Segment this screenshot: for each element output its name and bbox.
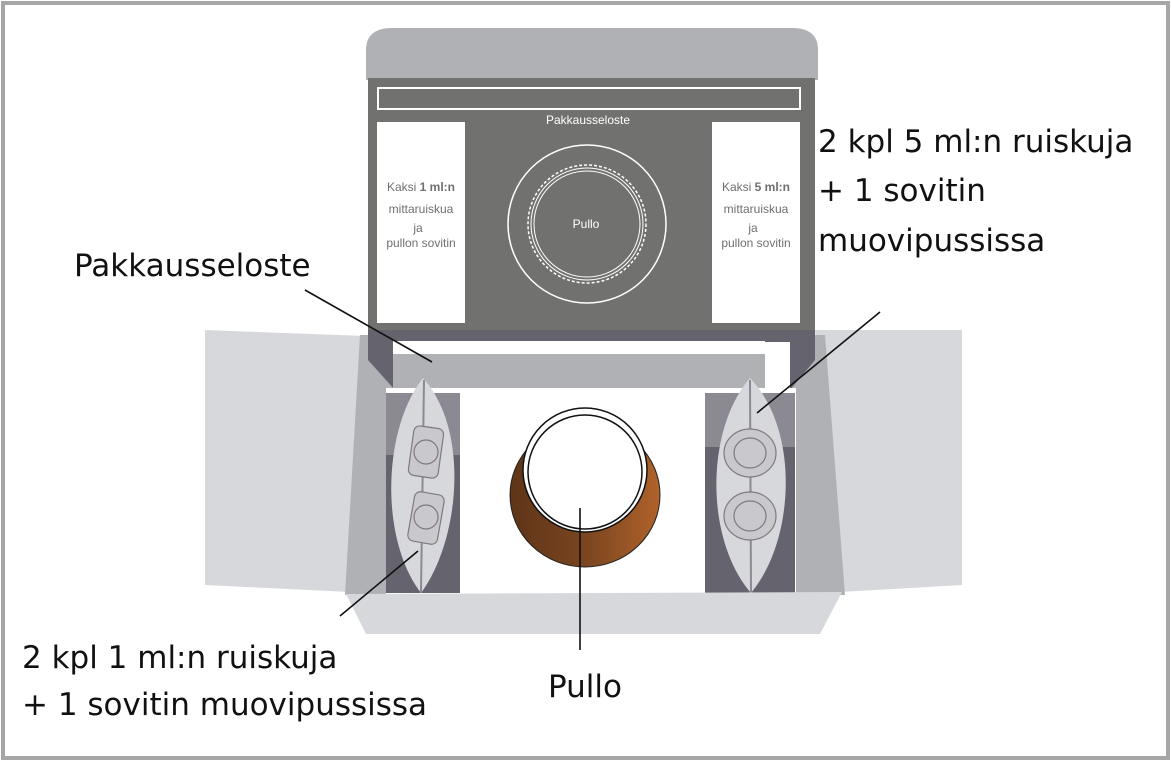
leaflet-label: Pakkausseloste xyxy=(74,248,311,284)
box-back-edge xyxy=(368,330,815,342)
left-wall xyxy=(345,335,395,595)
callout-lines xyxy=(304,289,881,650)
left-panel-line3: ja xyxy=(412,221,423,235)
right-panel-line2: mittaruiskua xyxy=(724,202,789,216)
left-bag-label-1: 2 kpl 1 ml:n ruiskuja xyxy=(22,640,337,676)
left-syringe-bag xyxy=(391,378,455,593)
lid-bottle-label: Pullo xyxy=(573,217,600,231)
lid-right-panel xyxy=(712,122,800,323)
right-corner-shadow xyxy=(790,340,815,390)
right-panel-line1: Kaksi 5 ml:n xyxy=(722,180,790,194)
right-bag-label-2: + 1 sovitin xyxy=(818,173,986,209)
left-panel-line1: Kaksi 1 ml:n xyxy=(387,180,455,194)
bottle xyxy=(509,407,661,568)
left-flap xyxy=(205,330,365,592)
right-syringe-bag xyxy=(716,378,786,593)
leaflet-band xyxy=(393,354,765,388)
bottle-label: Pullo xyxy=(548,669,622,705)
right-panel-line3: ja xyxy=(747,221,758,235)
lid-left-panel xyxy=(377,122,465,323)
lid-top xyxy=(366,28,818,80)
right-bag-label-3: muovipussissa xyxy=(818,223,1045,259)
lid-title: Pakkausseloste xyxy=(546,113,630,127)
right-flap xyxy=(815,330,962,592)
lid-bottle-circle-icon xyxy=(507,144,667,304)
right-panel-line4: pullon sovitin xyxy=(721,236,790,250)
right-bag-label-1: 2 kpl 5 ml:n ruiskuja xyxy=(818,124,1133,160)
lid-bar xyxy=(377,87,801,110)
left-panel-line2: mittaruiskua xyxy=(389,202,454,216)
left-corner-shadow xyxy=(368,340,395,390)
left-panel-line4: pullon sovitin xyxy=(386,236,455,250)
leaflet xyxy=(393,341,765,354)
box-front-panel xyxy=(346,592,842,634)
right-wall xyxy=(790,335,845,595)
left-bag-label-2: + 1 sovitin muovipussissa xyxy=(22,687,427,723)
